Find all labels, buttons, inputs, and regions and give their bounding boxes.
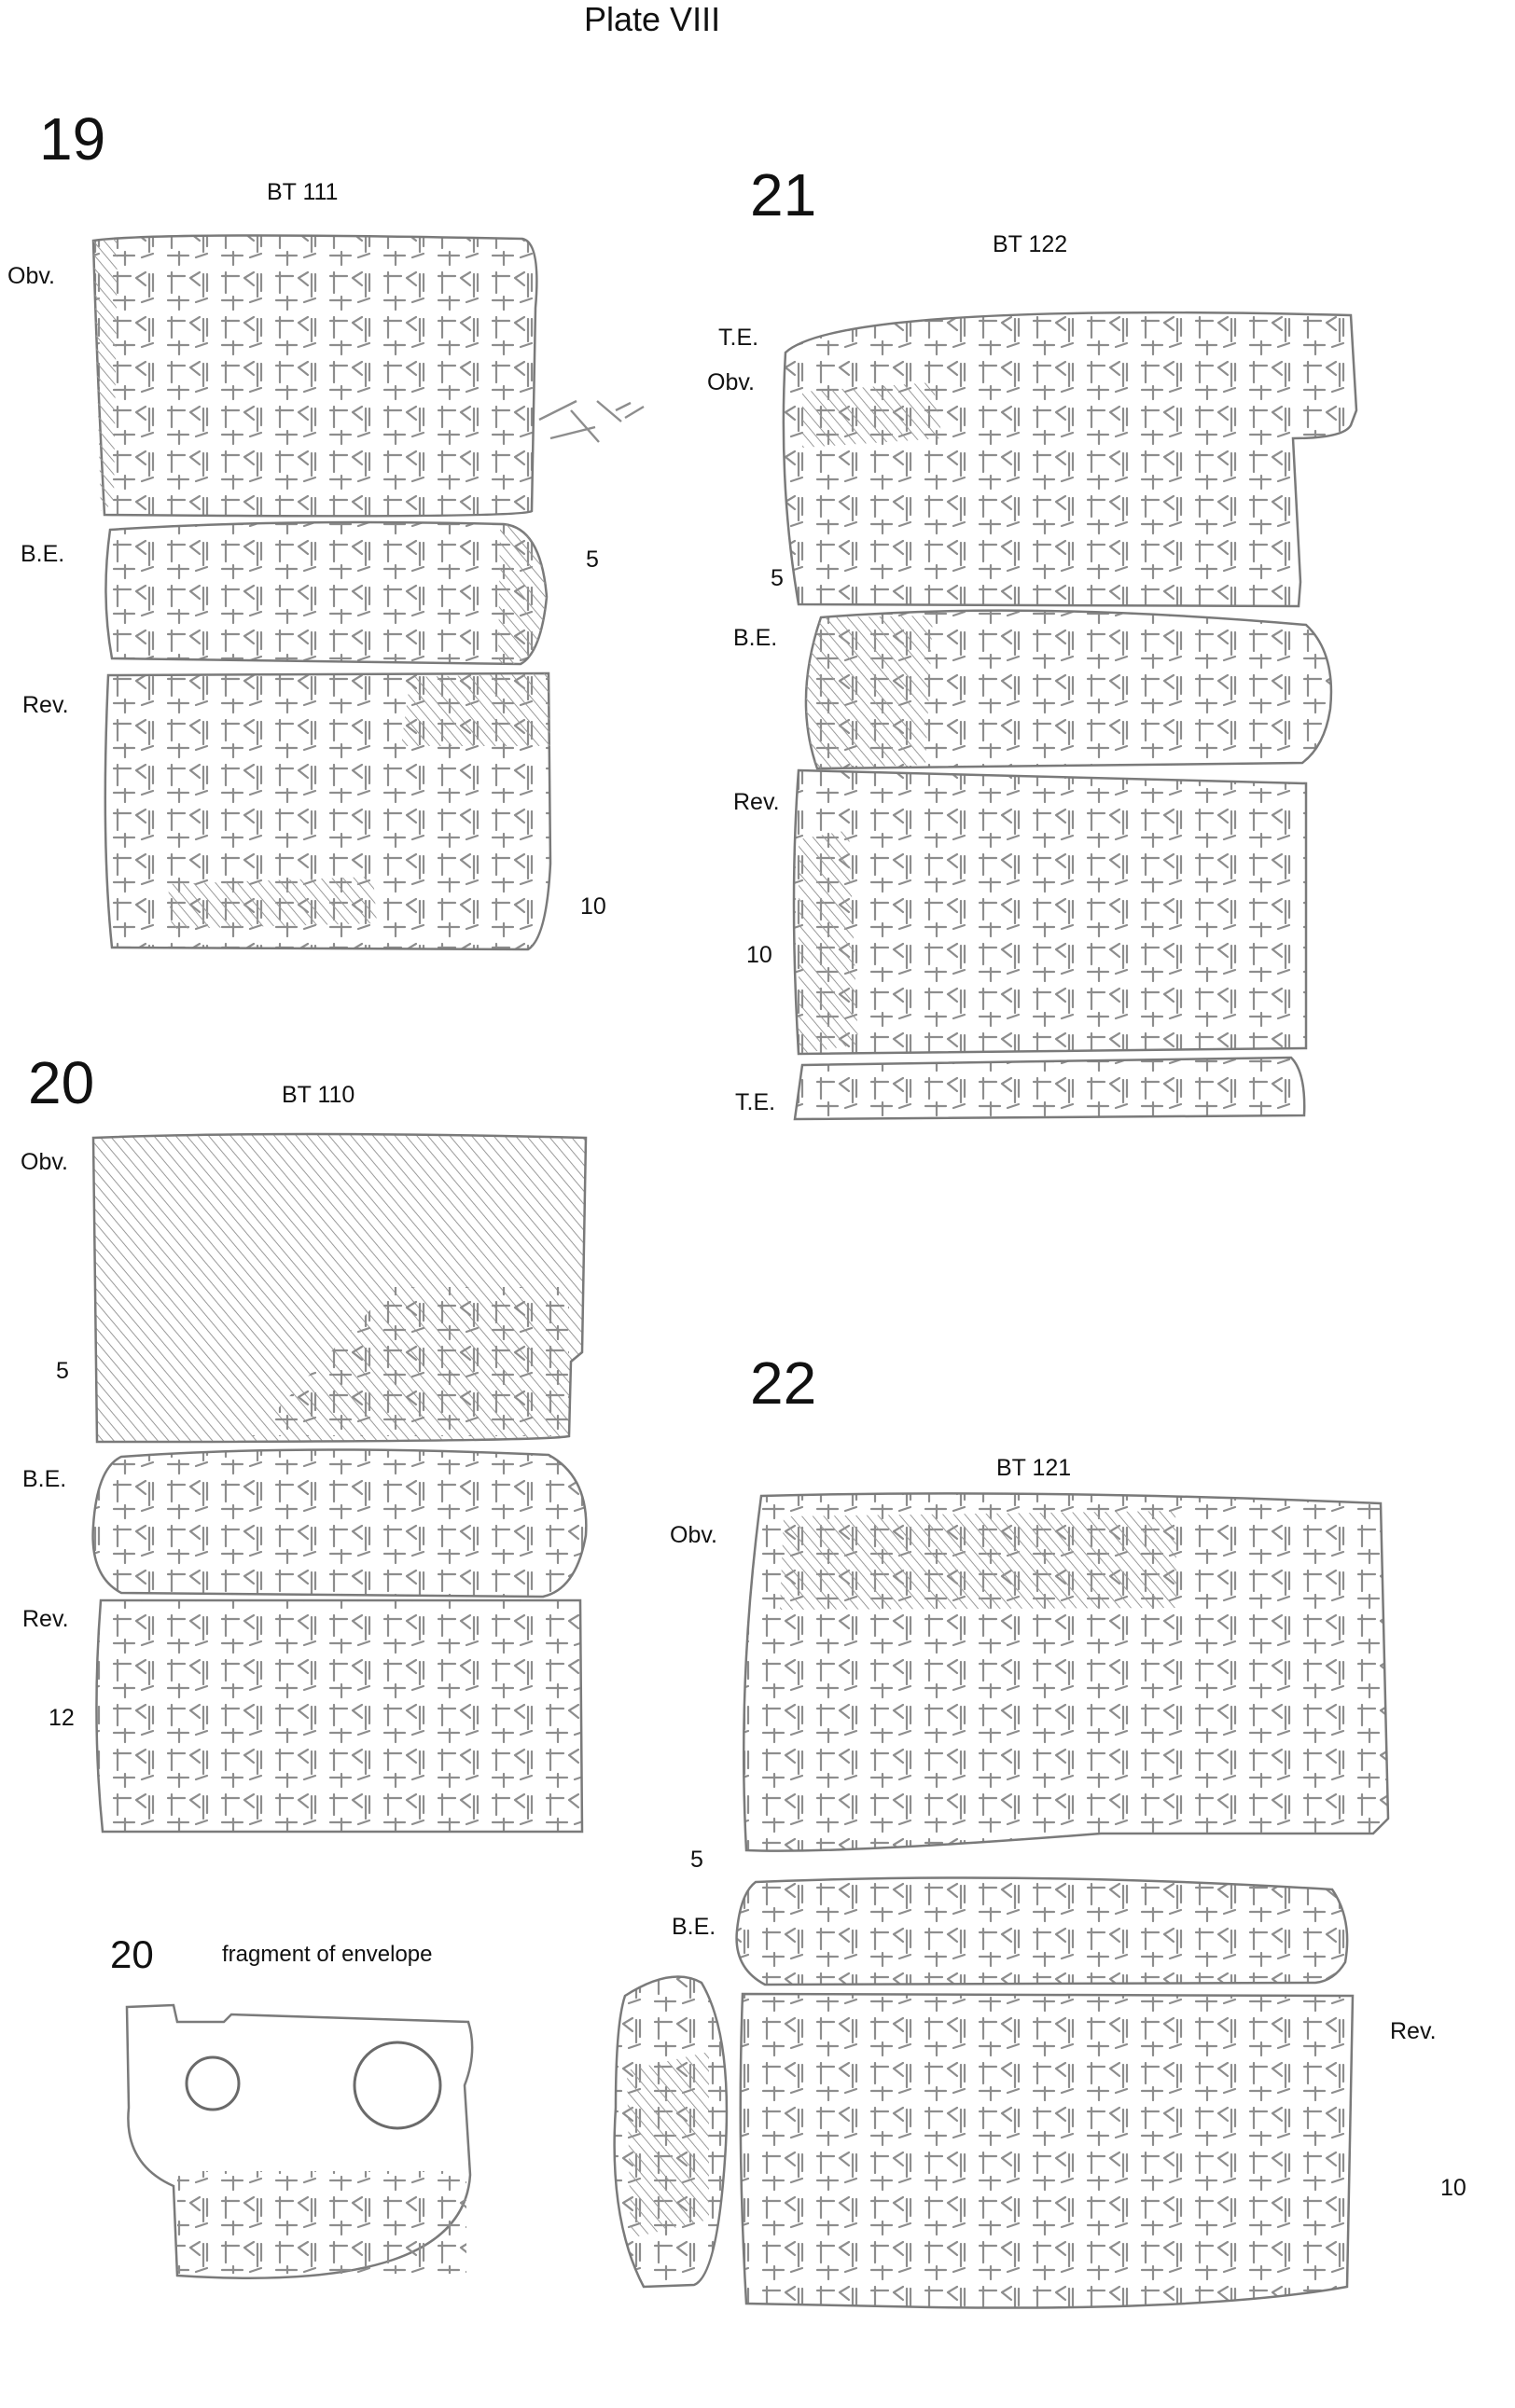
tablet-22-line-5: 5 — [690, 1847, 703, 1873]
tablet-22-side-reverse: Rev. — [1390, 2018, 1437, 2044]
tablet-21-side-obverse: Obv. — [707, 369, 755, 395]
tablet-19-obverse-damage — [93, 239, 118, 511]
tablet-19-id: BT 111 — [267, 179, 339, 205]
tablet-21-id: BT 122 — [993, 231, 1068, 257]
tablet-22-edge-outline — [735, 1876, 1349, 1986]
tablet-20-reverse-outline — [95, 1598, 584, 1834]
envelope-number: 20 — [110, 1932, 154, 1976]
tablet-19-edge-wedges — [538, 399, 645, 443]
tablet-19-side-obverse: Obv. — [7, 263, 55, 289]
tablet-19-edge-damage — [498, 524, 547, 664]
tablet-22-line-10: 10 — [1440, 2175, 1466, 2201]
tablet-19-side-bottom-edge: B.E. — [21, 541, 65, 567]
envelope-fragment-drawing — [125, 2003, 474, 2279]
tablet-20-edge-outline — [91, 1448, 588, 1598]
tablet-22-obverse-damage — [780, 1511, 1177, 1610]
tablet-21-reverse-damage — [799, 830, 858, 1054]
tablet-21-side-reverse: Rev. — [733, 789, 780, 815]
envelope-seal-2 — [353, 2041, 442, 2130]
tablet-20-side-reverse: Rev. — [22, 1606, 69, 1632]
tablet-21-reverse-outline — [792, 768, 1308, 1056]
tablet-19-line-5: 5 — [586, 547, 599, 573]
tablet-19-number: 19 — [39, 105, 106, 173]
tablet-22-side-bottom-edge: B.E. — [672, 1914, 716, 1940]
tablet-19-obverse-outline — [91, 234, 538, 518]
tablet-21-side-bottom-edge: B.E. — [733, 625, 778, 651]
tablet-20-number: 20 — [28, 1049, 95, 1116]
tablet-19-reverse-damage-2 — [168, 877, 377, 929]
tablet-22-id: BT 121 — [996, 1455, 1072, 1481]
tablet-19-edge-outline — [104, 520, 549, 666]
tablet-21-side-top-edge-2: T.E. — [735, 1089, 776, 1115]
tablet-20-line-12: 12 — [49, 1705, 75, 1731]
tablet-21-top-edge-outline — [793, 1056, 1306, 1121]
tablet-19-line-10: 10 — [580, 893, 606, 920]
envelope-seal-1 — [185, 2055, 241, 2111]
tablet-19-reverse-damage — [401, 673, 550, 746]
tablet-20-side-bottom-edge: B.E. — [22, 1466, 67, 1492]
tablet-20-line-5: 5 — [56, 1358, 69, 1384]
tablet-21-edge-damage — [805, 616, 933, 768]
envelope-label: fragment of envelope — [222, 1942, 433, 1967]
plate-title: Plate VIII — [584, 0, 721, 38]
tablet-21-line-5: 5 — [771, 565, 784, 591]
tablet-21-obverse-damage — [802, 382, 942, 448]
tablet-19-drawing — [91, 234, 645, 951]
tablet-19-side-reverse: Rev. — [22, 692, 69, 718]
tablet-22-side-damage — [627, 2052, 709, 2238]
tablet-21-obverse-outline — [782, 311, 1358, 608]
tablet-21-side-top-edge: T.E. — [718, 325, 759, 351]
tablet-21-line-10: 10 — [746, 942, 772, 968]
tablet-22-reverse-outline — [739, 1992, 1355, 2309]
tablet-20-obverse-wedges — [252, 1287, 569, 1436]
tablet-21-number: 21 — [750, 161, 817, 228]
tablet-20-drawing — [91, 1132, 588, 1834]
tablet-22-side-obverse: Obv. — [670, 1522, 717, 1548]
tablet-22-number: 22 — [750, 1349, 817, 1417]
envelope-wedges — [177, 2171, 466, 2274]
tablet-20-id: BT 110 — [282, 1082, 355, 1108]
tablet-21-drawing — [782, 311, 1358, 1121]
tablet-22-drawing — [613, 1492, 1390, 2309]
tablet-20-side-obverse: Obv. — [21, 1149, 68, 1175]
